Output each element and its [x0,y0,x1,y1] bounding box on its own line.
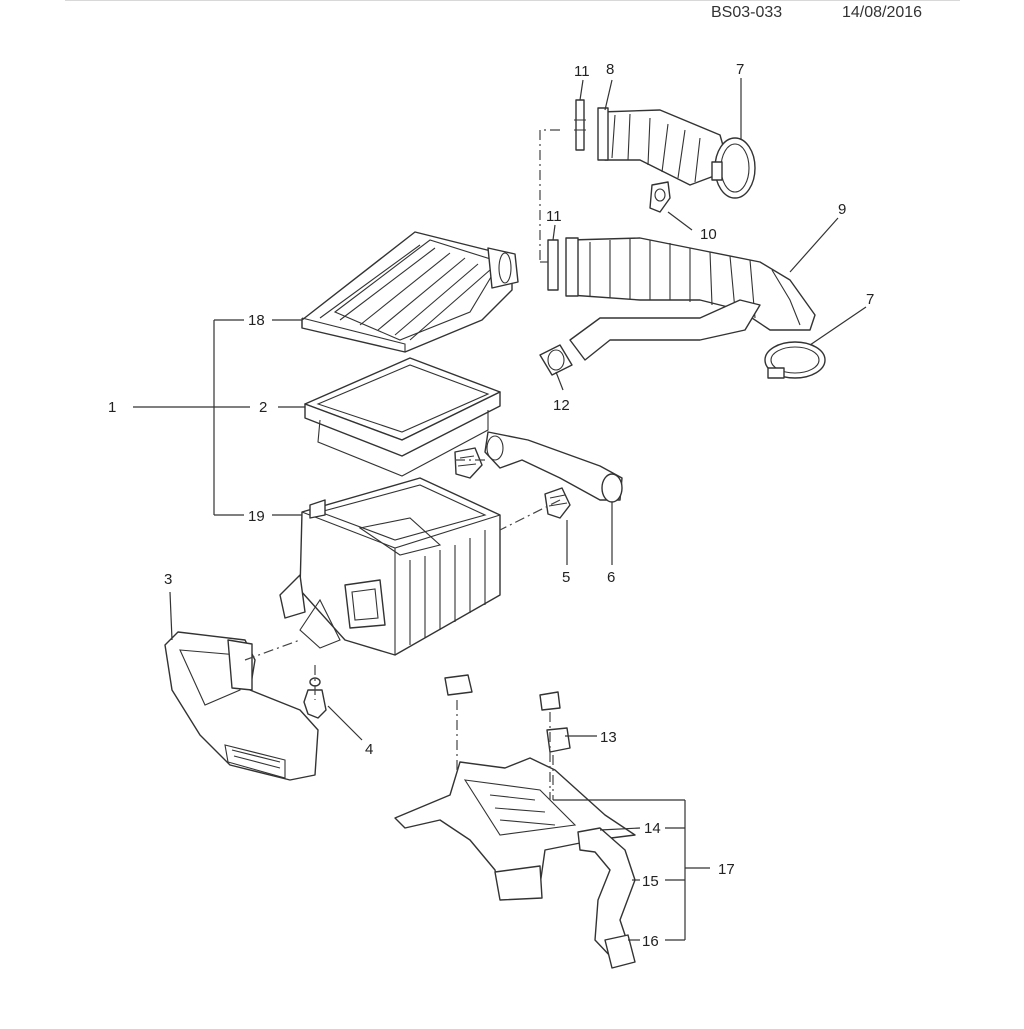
callout-5: 5 [562,569,570,586]
part-7-lower-clamp [764,341,826,379]
part-2-filter-element [304,357,501,477]
callout-numbers: 1 2 3 4 5 6 7 7 8 9 10 11 11 12 13 14 15… [108,61,874,950]
document-id: BS03-033 [711,4,783,21]
callout-19: 19 [248,508,265,525]
assembly-lines [244,129,561,800]
callout-10: 10 [700,226,717,243]
part-8-upper-hose [597,107,731,186]
callout-1: 1 [108,399,116,416]
callout-13: 13 [600,729,617,746]
callout-12: 12 [553,397,570,414]
callout-6: 6 [607,569,615,586]
leader-lines [133,78,867,941]
callout-2: 2 [259,399,267,416]
callout-11-lower: 11 [546,208,562,225]
callout-11-upper: 11 [574,63,590,80]
callout-7-upper: 7 [736,61,744,78]
callout-17: 17 [718,861,735,878]
callout-3: 3 [164,571,172,588]
part-4-grommet [303,677,327,719]
part-18-upper-cover [301,231,519,353]
header-rule [65,0,960,1]
part-19-lower-housing [279,477,501,656]
callout-16: 16 [642,933,659,950]
callout-15: 15 [642,873,659,890]
part-3-intake-duct [164,631,319,781]
part-11-upper-clip [574,99,586,151]
part-9-main-hose [565,237,816,331]
callout-8: 8 [606,61,614,78]
part-16-hose-clamp [604,934,636,969]
part-10-sensor [649,181,671,213]
callout-14: 14 [644,820,661,837]
callout-4: 4 [365,741,373,758]
callout-7-lower: 7 [866,291,874,308]
part-12-breather-hose [539,299,761,376]
callout-18: 18 [248,312,265,329]
part-7-upper-clamp [711,137,756,199]
part-11-lower-clip [547,239,559,291]
document-date: 14/08/2016 [842,4,923,21]
callout-9: 9 [838,201,846,218]
part-13-mounts [444,674,571,753]
part-14-bracket [394,757,636,901]
part-5-grommets [454,447,571,519]
part-6-resonator-pipe [484,431,623,503]
